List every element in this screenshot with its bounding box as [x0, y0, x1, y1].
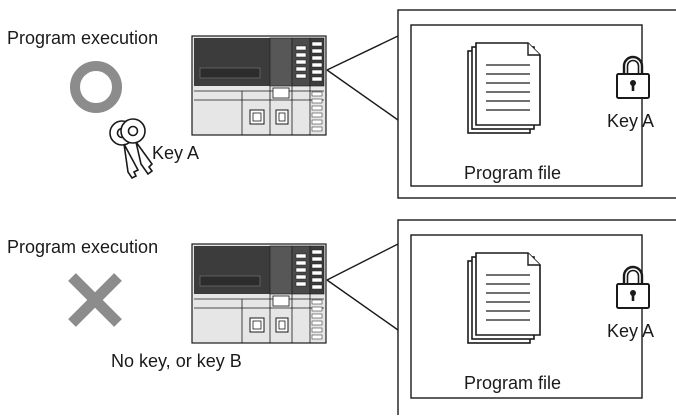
cross-ng-icon: [68, 273, 122, 327]
scenario-authorized: Program execution Key A Program file Key…: [7, 9, 676, 199]
callout-pointer: [326, 243, 399, 331]
callout-pointer: [326, 35, 399, 121]
program-file-label: Program file: [464, 163, 561, 183]
scenario-title: Program execution: [7, 237, 158, 257]
key-label: No key, or key B: [111, 351, 242, 371]
program-file-label: Program file: [464, 373, 561, 393]
lock-key-label: Key A: [607, 111, 654, 131]
scenario-unauthorized: Program execution No key, or key B Progr…: [7, 219, 676, 417]
program-file-icon: [467, 42, 541, 134]
keys-icon: [109, 118, 154, 180]
scenario-title: Program execution: [7, 28, 158, 48]
program-file-icon: [467, 252, 541, 344]
circle-ok-icon: [70, 61, 122, 113]
key-label: Key A: [152, 143, 199, 163]
plc-module: [191, 35, 327, 136]
lock-key-label: Key A: [607, 321, 654, 341]
plc-module: [191, 243, 327, 344]
